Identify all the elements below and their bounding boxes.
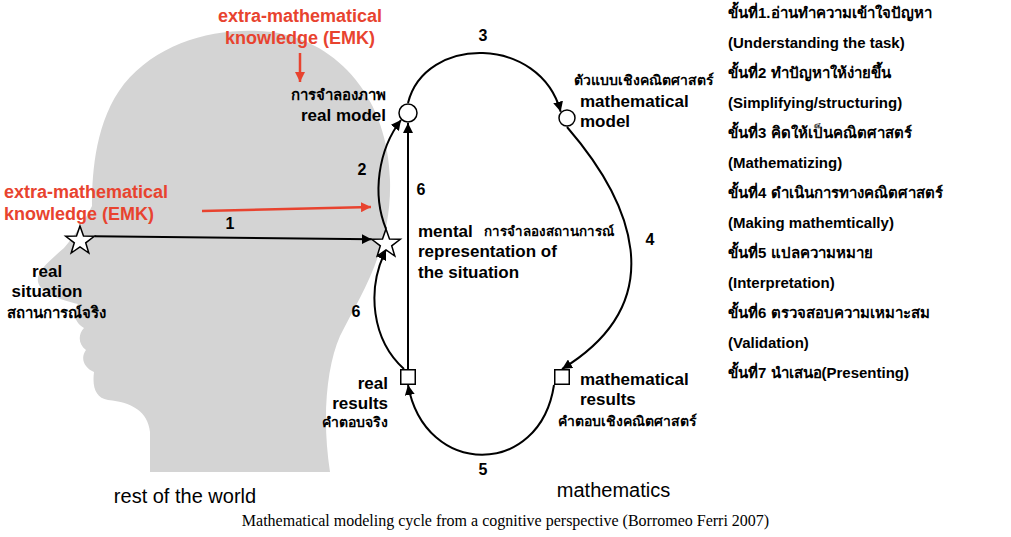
model-circle: การจำลองภาพreal model: [398, 103, 418, 123]
situation-star: real situationสถานการณ์จริง: [65, 225, 95, 255]
model-circle-outline: [398, 103, 418, 123]
step-number: 1: [226, 214, 235, 233]
step-label: (Making mathemtically): [728, 214, 894, 232]
step-label: (Understanding the task): [728, 34, 905, 52]
results-square-outline: [400, 369, 416, 385]
step-label: ขั้นที่4 ดำเนินการทางคณิตศาสตร์: [728, 184, 943, 202]
node-text: mathematics: [505, 478, 722, 502]
step-label: ขั้นที่2 ทำปัญหาให้ง่ายขึ้น: [728, 64, 891, 82]
step-number: 6: [352, 302, 361, 321]
node-text: ตัวแบบเชิงคณิตศาสตร์: [574, 72, 714, 89]
situation-star-outline: [65, 225, 95, 255]
step-label: ขั้นที่5 แปลความหมาย: [728, 244, 873, 262]
representation-star: mental representation of the situationกา…: [371, 228, 401, 258]
node-text: คำตอบจริง: [290, 414, 388, 431]
step-label: (Validation): [728, 334, 809, 352]
step-number: 3: [479, 26, 488, 45]
step-label: (Mathematizing): [728, 154, 842, 172]
results-square-outline: [554, 369, 570, 385]
node-text: real situation: [4, 262, 90, 303]
cycle-arrow: [408, 385, 554, 455]
node-text: สถานการณ์จริง: [0, 304, 112, 322]
step-label: ขั้นที่3 คิดให้เป็นคณิตศาสตร์: [728, 124, 912, 142]
caption: Mathematical modeling cycle from a cogni…: [0, 511, 1011, 530]
node-text: การจำลองภาพ: [250, 86, 386, 104]
results-square: mathematical resultsคำตอบเชิงคณิตศาสตร์: [554, 369, 570, 385]
mathematics-panel: mathematicsตัวแบบเชิงคณิตศาสตร์mathemati…: [505, 22, 722, 507]
step-number: 2: [358, 160, 367, 179]
cycle-arrow: [94, 236, 371, 239]
representation-star-outline: [371, 228, 401, 258]
cycle-arrow: [374, 250, 404, 369]
results-square: real resultsคำตอบจริง: [400, 369, 416, 385]
step-number: 6: [417, 180, 426, 199]
step-label: (Interpretation): [728, 274, 835, 292]
cycle-arrow: [562, 127, 631, 369]
node-text: real results: [316, 374, 388, 415]
cycle-arrow: [408, 53, 561, 112]
emk-arrow: [202, 207, 371, 211]
cycle-arrow: [407, 123, 409, 369]
emk-label: extra-mathematical knowledge (EMK): [4, 182, 209, 225]
step-number: 4: [646, 230, 655, 249]
step-label: (Simplifying/structuring): [728, 94, 902, 112]
emk-arrow: [299, 53, 302, 82]
step-label: ขั้นที่7 นำเสนอ(Presenting): [728, 364, 909, 382]
step-number: 5: [479, 460, 488, 479]
emk-label: extra-mathematical knowledge (EMK): [195, 6, 405, 49]
node-text: การจำลองสถานการณ์: [484, 224, 614, 240]
node-text: คำตอบเชิงคณิตศาสตร์: [558, 413, 697, 430]
model-circle: ตัวแบบเชิงคณิตศาสตร์mathematical model: [558, 109, 576, 127]
cycle-arrow: [379, 120, 401, 229]
node-text: real model: [250, 106, 386, 126]
step-label: ขั้นที่1.อ่านทำความเข้าใจปัญหา: [728, 4, 932, 22]
step-label: ขั้นที่6 ตรวจสอบความเหมาะสม: [728, 304, 930, 322]
node-text: mathematical model: [580, 92, 705, 131]
region-label: rest of the world: [70, 484, 300, 508]
head-silhouette: [38, 31, 390, 472]
model-circle-outline: [558, 109, 576, 127]
node-text: mathematical results: [580, 370, 705, 411]
